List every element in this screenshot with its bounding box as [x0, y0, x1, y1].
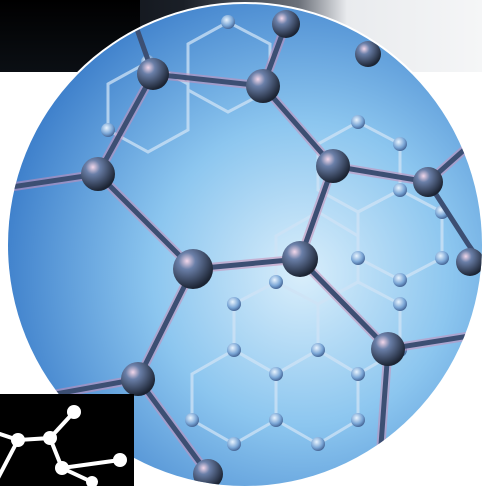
atom: [137, 58, 169, 90]
atom: [413, 167, 443, 197]
atom: [121, 362, 155, 396]
atom-nodes: [81, 10, 482, 486]
atom: [193, 459, 223, 486]
atom: [316, 149, 350, 183]
atom: [246, 69, 280, 103]
atom: [272, 10, 300, 38]
network-logo: [0, 394, 134, 486]
atom: [173, 249, 213, 289]
atom: [282, 241, 318, 277]
atom: [456, 248, 482, 276]
atom: [355, 41, 381, 67]
atom: [371, 332, 405, 366]
atom: [81, 157, 115, 191]
molecule-logo-icon: [0, 405, 127, 486]
